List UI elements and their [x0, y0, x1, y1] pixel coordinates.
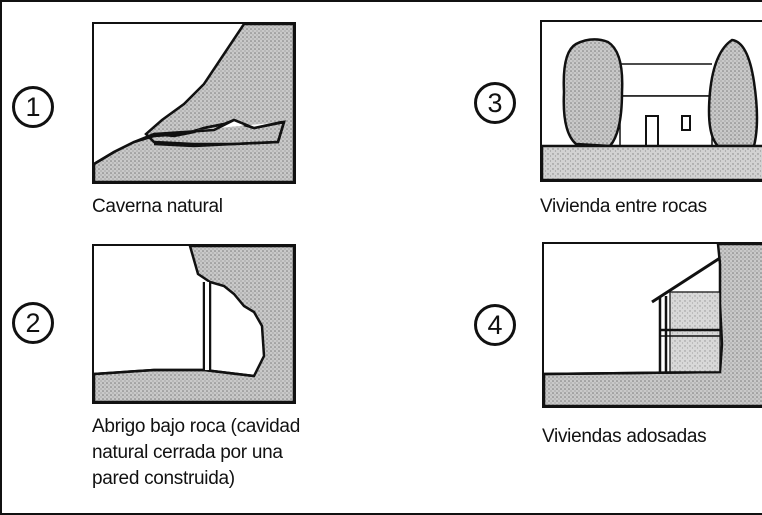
panel-attached-dwellings	[542, 242, 762, 408]
attached-dwellings-illustration	[544, 244, 762, 406]
roof	[651, 256, 721, 304]
right-rock	[707, 38, 759, 148]
caption-3: Vivienda entre rocas	[540, 196, 707, 217]
caption-2: Abrigo bajo roca (cavidad natural cerrad…	[92, 416, 300, 489]
door	[645, 115, 659, 147]
window	[681, 115, 691, 131]
number-badge-1: 1	[12, 86, 54, 128]
caption-4: Viviendas adosadas	[542, 426, 707, 447]
panel-rock-shelter	[92, 244, 296, 404]
dwelling-between-rocks-illustration	[542, 38, 762, 180]
rock-shelter-illustration	[94, 246, 294, 402]
cliff-rock	[544, 244, 762, 406]
natural-cave-illustration	[94, 24, 294, 182]
number-badge-4: 4	[474, 304, 516, 346]
ground	[542, 144, 762, 180]
panel-dwelling-between-rocks	[540, 20, 762, 182]
left-rock	[562, 38, 624, 148]
number-badge-2: 2	[12, 302, 54, 344]
caption-1: Caverna natural	[92, 196, 223, 217]
panel-natural-cave	[92, 22, 296, 184]
number-badge-3: 3	[474, 82, 516, 124]
